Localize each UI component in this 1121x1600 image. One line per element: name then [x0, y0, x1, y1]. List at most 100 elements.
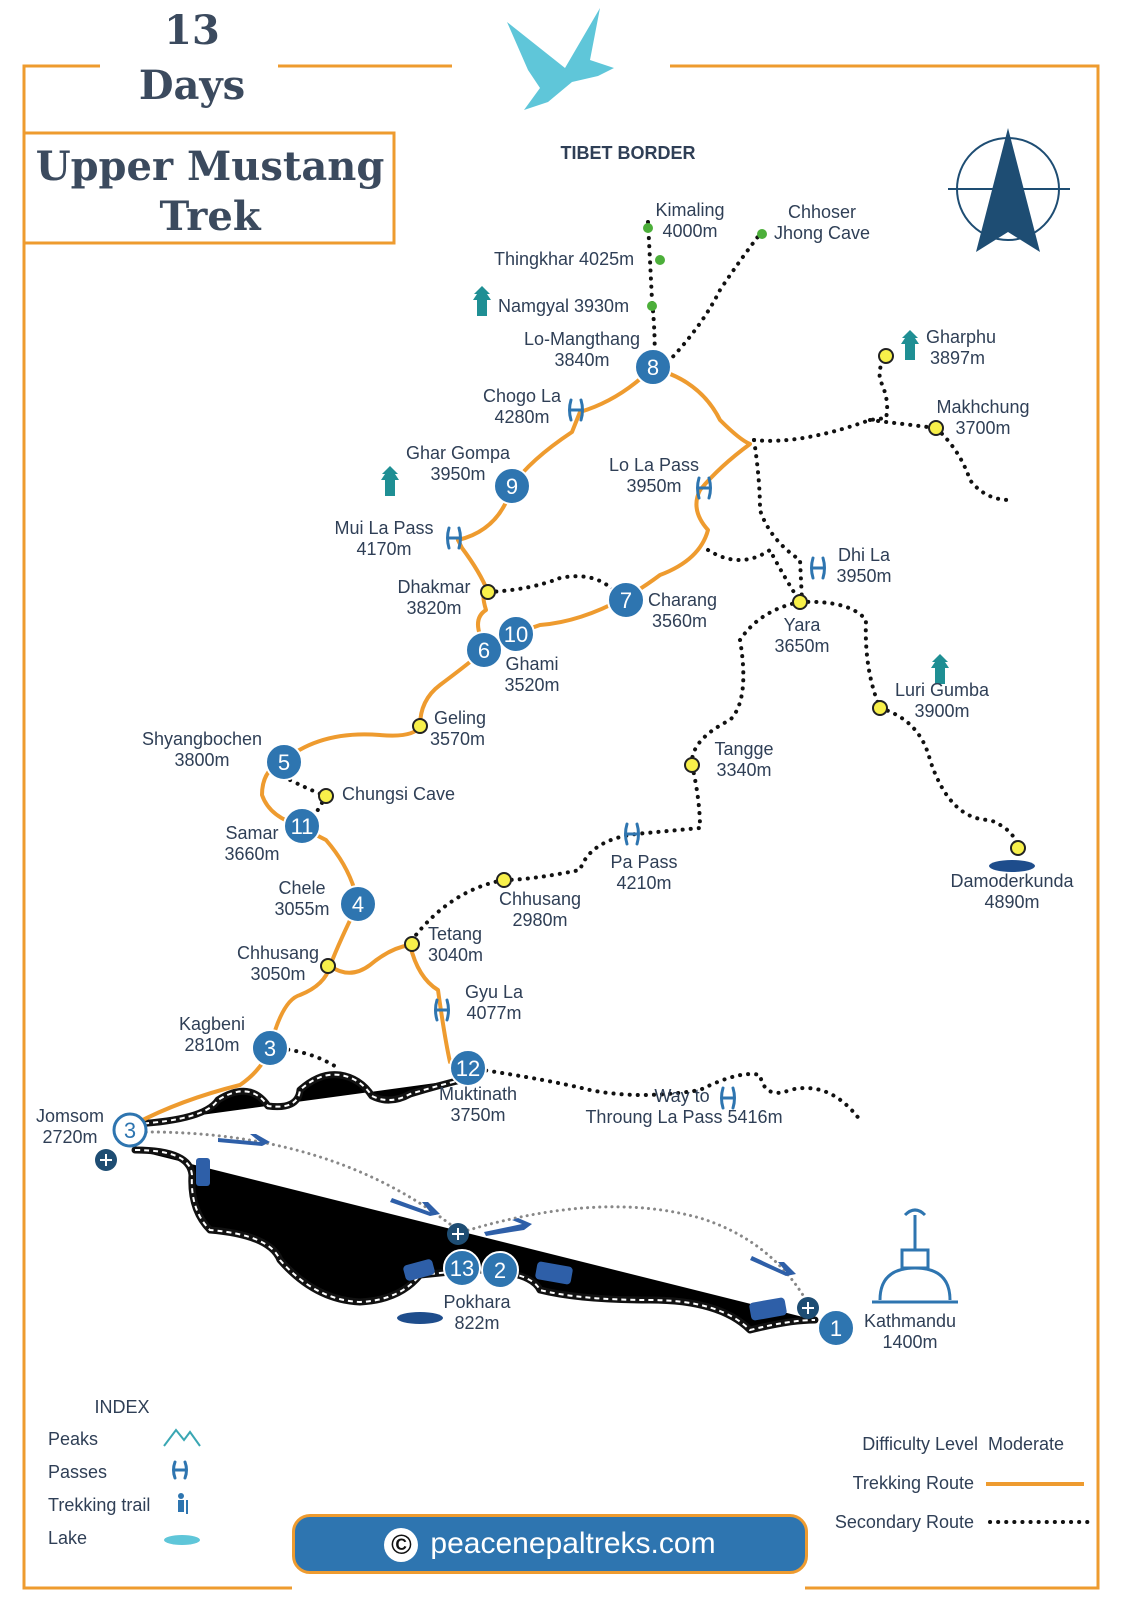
- car-icon-1: [403, 1259, 435, 1281]
- green-marker-thingkhar: [655, 255, 665, 265]
- label-shyangbochen-name: Shyangbochen: [142, 729, 262, 749]
- green-marker-chhoser: [757, 229, 767, 239]
- label-chele-alt: 3055m: [274, 899, 329, 919]
- bus-icon-2: [535, 1261, 573, 1285]
- stop-marker-yara: [792, 594, 808, 610]
- day-label-9: 9: [506, 474, 518, 499]
- label-lo-mangthang-alt: 3840m: [554, 350, 609, 370]
- label-gharphu-alt: 3897m: [930, 348, 985, 368]
- label-ghar-gompa-name: Ghar Gompa: [406, 443, 511, 463]
- pass-icon-dhi-la: [810, 556, 826, 580]
- label-throung-line2: Throung La Pass 5416m: [585, 1107, 782, 1127]
- vehicle-icons: [196, 1158, 787, 1321]
- stupa-icon: [872, 1208, 958, 1304]
- label-pokhara-name: Pokhara: [443, 1292, 511, 1312]
- label-dhi-la-name: Dhi La: [838, 545, 891, 565]
- label-mui-la-name: Mui La Pass: [334, 518, 433, 538]
- index-item-peaks: Peaks: [48, 1429, 98, 1449]
- airplane-icon-1: [218, 1134, 270, 1146]
- airplane-icons: [218, 1134, 796, 1276]
- label-throung-line1: Way to: [654, 1086, 709, 1106]
- label-pa-pass-alt: 4210m: [616, 873, 671, 893]
- label-mui-la-alt: 4170m: [356, 539, 411, 559]
- label-pa-pass-name: Pa Pass: [610, 852, 677, 872]
- label-samar-alt: 3660m: [224, 844, 279, 864]
- label-shyangbochen-alt: 3800m: [174, 750, 229, 770]
- index-item-passes: Passes: [48, 1462, 107, 1482]
- website-banner[interactable]: ©peacenepaltreks.com: [292, 1514, 808, 1574]
- label-namgyal: Namgyal 3930m: [498, 296, 629, 316]
- day-label-10: 10: [504, 622, 528, 647]
- stop-marker-luri-gumba: [872, 700, 888, 716]
- website-url[interactable]: peacenepaltreks.com: [430, 1527, 716, 1560]
- road-jomsom-muktinath: [131, 1071, 469, 1128]
- label-kagbeni-alt: 2810m: [184, 1035, 239, 1055]
- day-circle-10: [497, 615, 535, 653]
- index-item-lake: Lake: [48, 1528, 87, 1548]
- day-label-13: 13: [450, 1256, 474, 1281]
- index-item-trekking-trail: Trekking trail: [48, 1495, 150, 1515]
- map-legend: Difficulty Level Moderate Trekking Route…: [835, 1434, 1090, 1532]
- day-label-3-jomsom: 3: [124, 1118, 136, 1143]
- pass-icon-mui-la: [446, 526, 462, 550]
- stop-marker-chungsi: [318, 788, 334, 804]
- passes-icon: [172, 1460, 188, 1480]
- day-label-1: 1: [830, 1316, 842, 1341]
- days-number: 13: [164, 7, 220, 54]
- day-label-5: 5: [278, 750, 290, 775]
- secondary-route-label: Secondary Route: [835, 1512, 974, 1532]
- label-charang-alt: 3560m: [652, 611, 707, 631]
- day-markers: 1 2 3 3 4 5 6 7 8 9 10 11 12 13: [112, 348, 855, 1347]
- day-label-8: 8: [647, 355, 659, 380]
- label-jomsom-alt: 2720m: [42, 1127, 97, 1147]
- label-tetang-alt: 3040m: [428, 945, 483, 965]
- label-tangge-alt: 3340m: [716, 760, 771, 780]
- label-jomsom-name: Jomsom: [36, 1106, 104, 1126]
- label-dhi-la-alt: 3950m: [836, 566, 891, 586]
- label-gyu-la-alt: 4077m: [466, 1003, 521, 1023]
- pass-icon-lo-la: [696, 476, 712, 500]
- stop-marker-damoderkunda: [1010, 840, 1026, 856]
- bird-logo: [507, 8, 614, 110]
- index-title: INDEX: [94, 1397, 149, 1417]
- flight-routes: [138, 1130, 808, 1302]
- label-kathmandu-name: Kathmandu: [864, 1311, 956, 1331]
- label-damoderkunda-alt: 4890m: [984, 892, 1039, 912]
- day-label-4: 4: [352, 892, 364, 917]
- temple-icon-namgyal: [473, 286, 491, 316]
- day-label-7: 7: [620, 588, 632, 613]
- day-circle-1: [817, 1309, 855, 1347]
- tibet-border-label: TIBET BORDER: [561, 143, 696, 163]
- label-chhoser-name: Chhoser: [788, 202, 856, 222]
- airport-icon-jomsom: [95, 1149, 117, 1171]
- label-ghami-alt: 3520m: [504, 675, 559, 695]
- stop-marker-chhusang: [320, 958, 336, 974]
- day-circle-13: [443, 1249, 481, 1287]
- label-samar-name: Samar: [225, 823, 278, 843]
- pass-icon-throung-la: [720, 1086, 736, 1110]
- label-dhakmar-alt: 3820m: [406, 598, 461, 618]
- label-pokhara-alt: 822m: [454, 1313, 499, 1333]
- label-luri-gumba-alt: 3900m: [914, 701, 969, 721]
- label-chhusang-alt: 3050m: [250, 964, 305, 984]
- label-dhakmar-name: Dhakmar: [397, 577, 470, 597]
- label-lo-la-alt: 3950m: [626, 476, 681, 496]
- label-yara-alt: 3650m: [774, 636, 829, 656]
- green-marker-kimaling: [643, 223, 653, 233]
- label-kathmandu-alt: 1400m: [882, 1332, 937, 1352]
- label-makhchung-name: Makhchung: [936, 397, 1029, 417]
- airport-icon-pokhara: [447, 1223, 469, 1245]
- day-label-2: 2: [494, 1258, 506, 1283]
- temple-icons: [381, 286, 949, 684]
- road-jomsom-kathmandu-dash: [134, 1149, 816, 1332]
- trekking-route: [133, 366, 752, 1126]
- temple-icon-ghar-gompa: [381, 466, 399, 496]
- map-index: INDEX Peaks Passes Trekking trail Lake: [48, 1397, 201, 1548]
- airport-icon-kathmandu: [797, 1297, 819, 1319]
- stop-marker-dhakmar: [480, 584, 496, 600]
- place-labels: Kimaling 4000m Chhoser Jhong Cave Thingk…: [36, 200, 1075, 1352]
- trekking-route-label: Trekking Route: [853, 1473, 974, 1493]
- bus-icon-3: [749, 1297, 787, 1321]
- pass-icon-chogo-la: [568, 398, 584, 422]
- label-chhusang-name: Chhusang: [237, 943, 319, 963]
